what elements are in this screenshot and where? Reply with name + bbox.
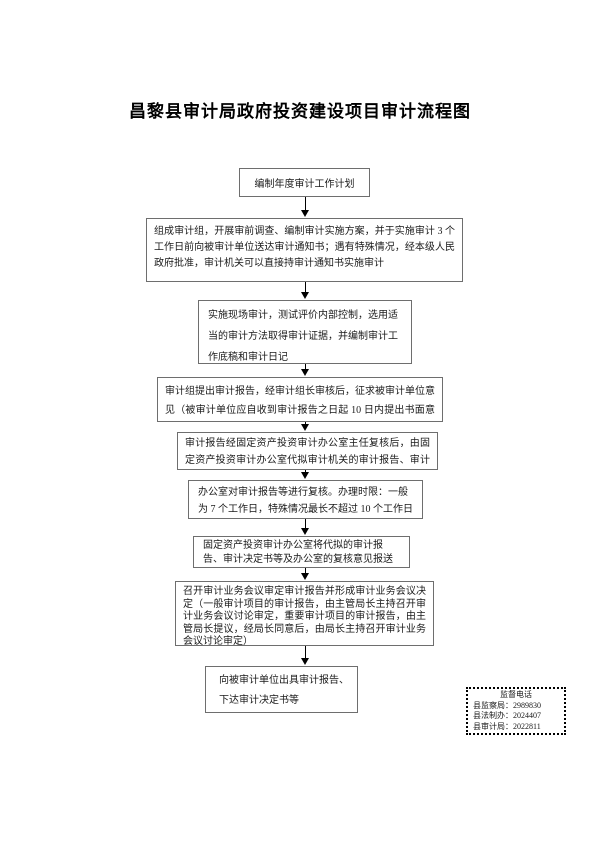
supervision-phone-title: 监督电话 — [500, 690, 532, 699]
flow-step-field-audit: 实施现场审计，测试评价内部控制，选用适当的审计方法取得审计证据，并编制审计工作底… — [198, 300, 412, 364]
flow-arrow-down-icon — [301, 646, 309, 665]
flow-step-form-audit-team: 组成审计组，开展审前调查、编制审计实施方案，并于实施审计 3 个工作日前向被审计… — [146, 218, 463, 282]
flow-arrow-down-icon — [301, 197, 309, 217]
page-title: 昌黎县审计局政府投资建设项目审计流程图 — [129, 102, 471, 121]
supervision-phone-box: 监督电话 县监察局：2989830 县法制办：2024407 县审计局：2022… — [466, 687, 566, 735]
contact-row-legal-office: 县法制办：2024407 — [468, 711, 564, 722]
flow-step-office-recheck: 办公室对审计报告等进行复核。办理时限：一般为 7 个工作日，特殊情况最长不超过 … — [188, 480, 423, 519]
flow-arrow-down-icon — [301, 519, 309, 535]
flow-step-office-director-review: 审计报告经固定资产投资审计办公室主任复核后，由固定资产投资审计办公室代拟审计机关… — [177, 432, 438, 470]
contact-phone: 2989830 — [513, 700, 541, 710]
flow-arrow-down-icon — [301, 568, 309, 580]
flow-step-annual-plan: 编制年度审计工作计划 — [239, 168, 370, 197]
contact-phone: 2022811 — [513, 721, 541, 731]
contact-row-inspection-bureau: 县监察局：2989830 — [468, 701, 564, 712]
flow-arrow-down-icon — [301, 470, 309, 479]
flow-arrow-down-icon — [301, 282, 309, 299]
flow-step-issue-report: 向被审计单位出具审计报告、下达审计决定书等 — [205, 666, 358, 713]
flow-step-business-meeting: 召开审计业务会议审定审计报告并形成审计业务会议决定（一般审计项目的审计报告，由主… — [175, 581, 434, 646]
contact-label: 县监察局： — [473, 700, 513, 710]
flow-arrow-down-icon — [301, 364, 309, 376]
contact-phone: 2024407 — [513, 711, 541, 720]
flow-step-submit-to-bureau-chief: 固定资产投资审计办公室将代拟的审计报告、审计决定书等及办公室的复核意见报送主管局… — [193, 536, 410, 568]
contact-label: 县法制办： — [473, 711, 513, 720]
flow-arrow-down-icon — [301, 422, 309, 431]
contact-row-audit-bureau: 县审计局：2022811 — [468, 722, 564, 733]
contact-label: 县审计局： — [473, 721, 513, 731]
flow-step-draft-report: 审计组提出审计报告，经审计组长审核后，征求被审计单位意见（被审计单位应自收到审计… — [157, 377, 443, 422]
